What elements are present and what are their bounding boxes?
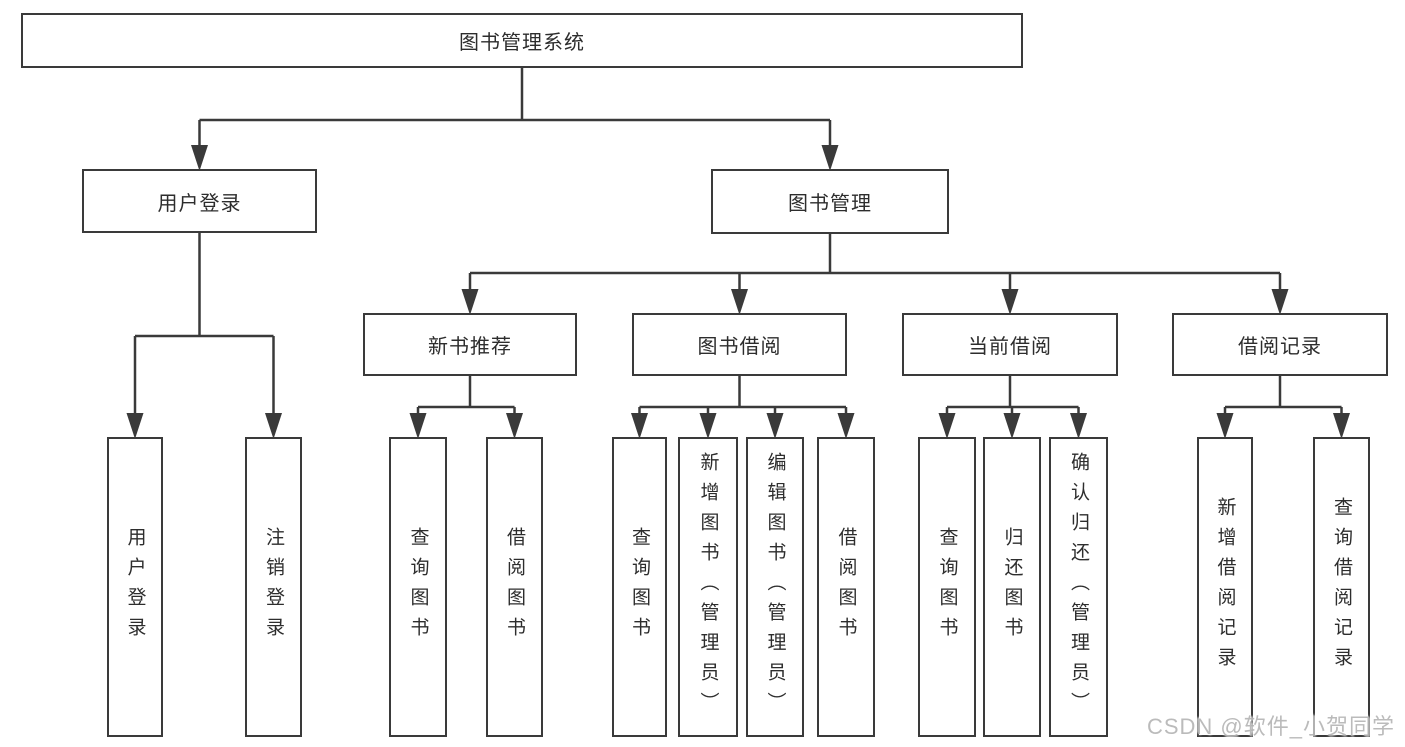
arrowhead-icon bbox=[191, 145, 208, 171]
arrowhead-icon bbox=[1271, 289, 1289, 315]
node-cb-confirm: 确认归还（管理员） bbox=[1049, 437, 1108, 737]
node-label: 查询图书 bbox=[407, 527, 429, 647]
arrowhead-icon bbox=[126, 413, 144, 439]
arrowhead-icon bbox=[409, 413, 427, 439]
node-user-login: 用户登录 bbox=[82, 169, 317, 233]
node-label: 查询图书 bbox=[936, 527, 958, 647]
arrowhead-icon bbox=[631, 413, 648, 439]
node-label: 新增图书（管理员） bbox=[697, 452, 719, 722]
node-label: 用户登录 bbox=[124, 527, 146, 647]
arrowhead-icon bbox=[1001, 289, 1019, 315]
arrowhead-icon bbox=[265, 413, 282, 439]
arrowhead-icon bbox=[1216, 413, 1234, 439]
node-label: 查询借阅记录 bbox=[1331, 497, 1352, 677]
node-label: 编辑图书（管理员） bbox=[764, 452, 786, 722]
node-label: 图书借阅 bbox=[697, 336, 782, 358]
node-label: 借阅记录 bbox=[1238, 336, 1322, 358]
arrowhead-icon bbox=[1003, 413, 1021, 439]
arrowhead-icon bbox=[731, 289, 748, 315]
node-label: 注销登录 bbox=[263, 527, 284, 647]
node-bb-borrow: 借阅图书 bbox=[817, 437, 875, 737]
node-label: 新书推荐 bbox=[428, 336, 512, 358]
node-login-leaf: 用户登录 bbox=[107, 437, 163, 737]
node-root: 图书管理系统 bbox=[21, 13, 1023, 68]
node-bb-query: 查询图书 bbox=[612, 437, 667, 737]
node-label: 借阅图书 bbox=[835, 527, 857, 647]
node-book-mgmt: 图书管理 bbox=[711, 169, 949, 234]
arrowhead-icon bbox=[766, 413, 784, 439]
node-label: 借阅图书 bbox=[504, 527, 525, 647]
node-cb-query: 查询图书 bbox=[918, 437, 976, 737]
node-book-borrow: 图书借阅 bbox=[632, 313, 847, 376]
arrowhead-icon bbox=[821, 145, 839, 171]
node-label: 图书管理系统 bbox=[459, 32, 585, 54]
node-bb-add: 新增图书（管理员） bbox=[678, 437, 738, 737]
watermark: CSDN @软件_小贺同学 bbox=[1146, 714, 1395, 739]
node-bb-edit: 编辑图书（管理员） bbox=[746, 437, 804, 737]
arrowhead-icon bbox=[699, 413, 717, 439]
node-label: 当前借阅 bbox=[968, 336, 1052, 358]
node-current-borrow: 当前借阅 bbox=[902, 313, 1118, 376]
node-new-book-rec: 新书推荐 bbox=[363, 313, 577, 376]
node-br-add: 新增借阅记录 bbox=[1197, 437, 1253, 737]
arrowhead-icon bbox=[837, 413, 855, 439]
node-label: 新增借阅记录 bbox=[1214, 497, 1236, 677]
node-nb-borrow: 借阅图书 bbox=[486, 437, 543, 737]
arrowhead-icon bbox=[1070, 413, 1087, 439]
node-nb-query: 查询图书 bbox=[389, 437, 447, 737]
arrowhead-icon bbox=[938, 413, 956, 439]
node-borrow-record: 借阅记录 bbox=[1172, 313, 1388, 376]
node-br-query: 查询借阅记录 bbox=[1313, 437, 1370, 737]
arrowhead-icon bbox=[1333, 413, 1350, 439]
arrowhead-icon bbox=[506, 413, 523, 439]
node-label: 查询图书 bbox=[629, 527, 650, 647]
arrowhead-icon bbox=[461, 289, 479, 315]
node-label: 图书管理 bbox=[788, 193, 872, 215]
node-label: 确认归还（管理员） bbox=[1068, 452, 1089, 722]
node-label: 用户登录 bbox=[157, 192, 242, 215]
node-cb-return: 归还图书 bbox=[983, 437, 1041, 737]
node-label: 归还图书 bbox=[1001, 527, 1023, 647]
node-logout-leaf: 注销登录 bbox=[245, 437, 302, 737]
